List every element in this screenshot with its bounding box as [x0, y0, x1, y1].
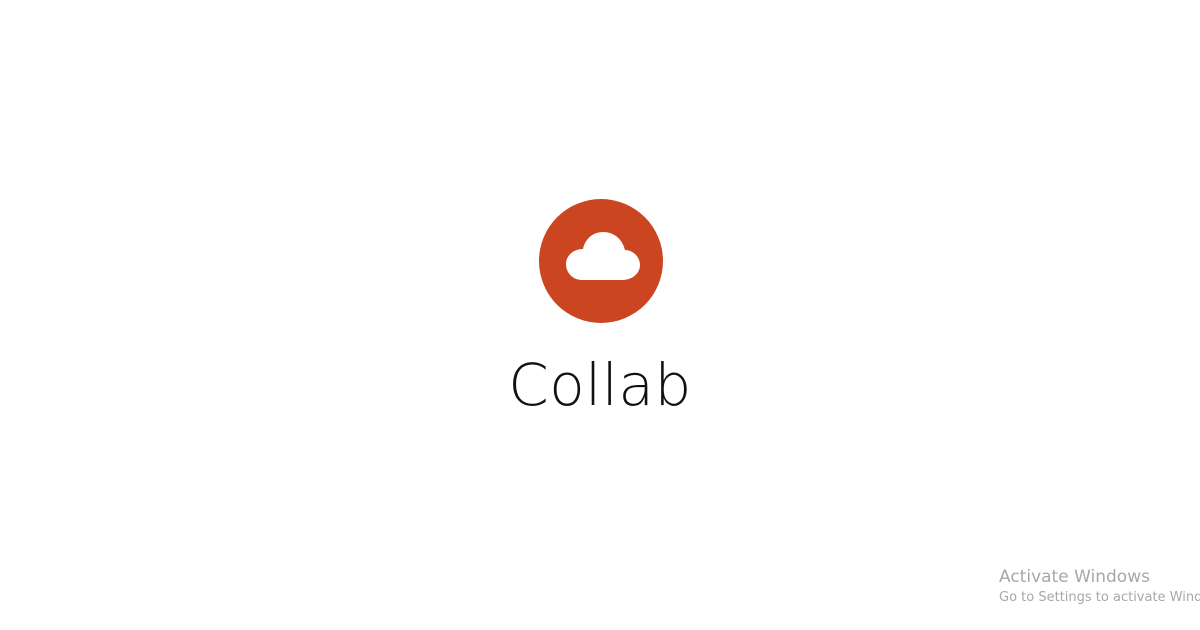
cloud-icon [566, 232, 640, 280]
app-name: Collab [508, 351, 692, 419]
watermark-title: Activate Windows [999, 567, 1150, 587]
app-logo [539, 199, 663, 323]
watermark-subtitle: Go to Settings to activate Windows. [999, 590, 1200, 605]
activation-watermark: Activate Windows Go to Settings to activ… [999, 566, 1200, 608]
